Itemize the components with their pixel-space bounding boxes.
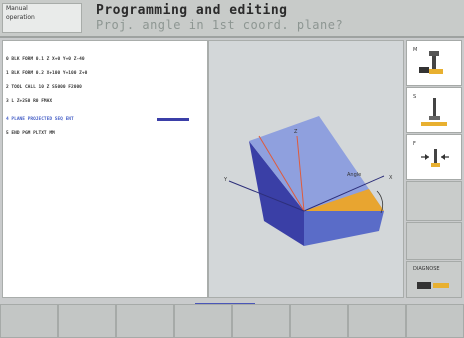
program-line-active[interactable]: 4 PLANE PROJECTED SEQ ENT	[6, 117, 74, 122]
plane-projection-diagram: Angle X Y Z	[223, 116, 393, 246]
page-title: Programming and editing	[96, 3, 288, 18]
diagnose-icon	[417, 282, 449, 289]
softkey-empty[interactable]	[406, 222, 462, 260]
input-cursor	[157, 118, 189, 121]
axis-y-line	[228, 180, 305, 212]
softkey-empty[interactable]	[406, 181, 462, 221]
axis-label-z: Z	[294, 129, 298, 135]
softkey-label: M	[413, 47, 418, 53]
program-line[interactable]: 3 L Z+250 R0 FMAX	[6, 99, 53, 104]
program-line[interactable]: 2 TOOL CALL 10 Z S5000 F2000	[6, 85, 82, 90]
feed-icon	[421, 149, 449, 167]
softkey-m-function[interactable]: M	[406, 40, 462, 86]
cube-front-face	[249, 141, 304, 246]
program-line[interactable]: 0 BLK FORM 0.1 Z X+0 Y+0 Z-40	[6, 57, 85, 62]
tool-icon	[421, 98, 447, 126]
spindle-icon	[419, 51, 443, 74]
softkey-label: S	[413, 94, 417, 100]
softkey-h-1[interactable]	[0, 304, 58, 338]
dialog-prompt: Proj. angle in 1st coord. plane?	[96, 18, 344, 32]
softkey-label: DIAGNOSE	[413, 266, 440, 272]
softkey-h-2[interactable]	[58, 304, 116, 338]
projection-angle-face	[304, 189, 384, 211]
softkey-h-7[interactable]	[348, 304, 406, 338]
help-graphic: Angle X Y Z	[208, 40, 404, 298]
operating-mode-indicator: Manual operation	[2, 3, 82, 33]
angle-arc	[376, 190, 384, 214]
softkey-h-4[interactable]	[174, 304, 232, 338]
softkey-h-6[interactable]	[290, 304, 348, 338]
angle-label: Angle	[347, 172, 361, 178]
cube-top-face	[249, 116, 384, 211]
softkey-h-8[interactable]	[406, 304, 464, 338]
softkey-h-5[interactable]	[232, 304, 290, 338]
softkey-h-3[interactable]	[116, 304, 174, 338]
mode-line-2: operation	[6, 14, 35, 21]
axis-label-y: Y	[223, 177, 228, 183]
axis-label-x: X	[389, 175, 393, 181]
softkey-s-function[interactable]: S	[406, 87, 462, 133]
mode-line-1: Manual	[6, 5, 28, 12]
program-line[interactable]: 5 END PGM PLTXT MM	[6, 131, 55, 136]
cube-side-face	[304, 211, 384, 246]
axis-z2-line	[296, 135, 305, 212]
program-window[interactable]: 0 BLK FORM 0.1 Z X+0 Y+0 Z-40 1 BLK FORM…	[2, 40, 208, 298]
softkey-diagnose[interactable]: DIAGNOSE	[406, 261, 462, 298]
header-bar: Manual operation Programming and editing…	[0, 0, 464, 38]
axis-z-line	[258, 135, 305, 212]
softkey-f-function[interactable]: F	[406, 134, 462, 180]
program-line[interactable]: 1 BLK FORM 0.2 X+100 Y+100 Z+0	[6, 71, 88, 76]
softkey-label: F	[413, 141, 416, 147]
axis-x-line	[303, 175, 385, 212]
